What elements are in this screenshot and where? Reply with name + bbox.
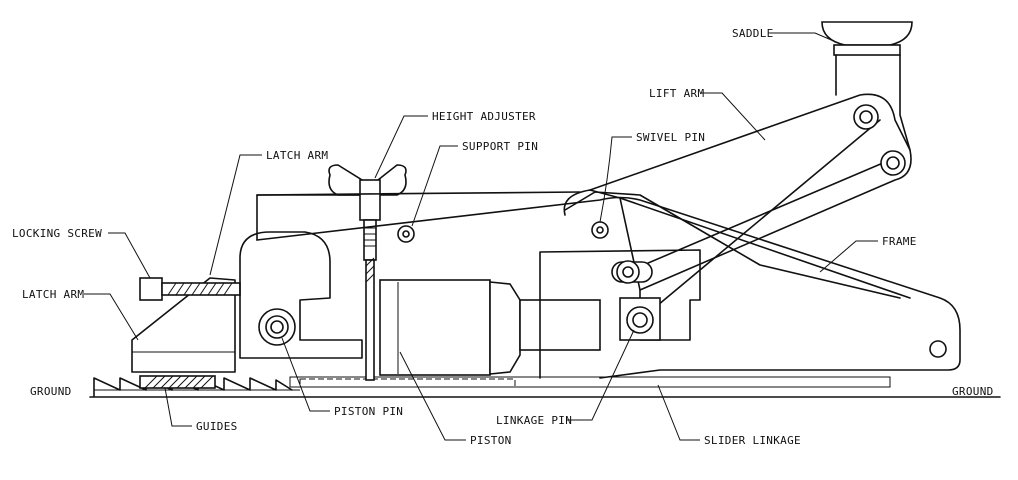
label-frame: FRAME bbox=[882, 235, 917, 248]
label-lift-arm: LIFT ARM bbox=[649, 87, 704, 100]
label-height-adjuster: HEIGHT ADJUSTER bbox=[432, 110, 536, 123]
label-support-pin: SUPPORT PIN bbox=[462, 140, 538, 153]
lift-arm bbox=[589, 93, 912, 321]
slider-linkage bbox=[289, 376, 891, 388]
label-latch-arm-left: LATCH ARM bbox=[22, 288, 84, 301]
label-swivel-pin: SWIVEL PIN bbox=[636, 131, 705, 144]
label-locking-screw: LOCKING SCREW bbox=[12, 227, 102, 240]
piston-pin bbox=[258, 308, 296, 346]
label-piston: PISTON bbox=[470, 434, 512, 447]
leader-lines bbox=[84, 32, 878, 441]
locking-screw bbox=[139, 277, 241, 301]
label-ground-right: GROUND bbox=[952, 385, 994, 398]
label-piston-pin: PISTON PIN bbox=[334, 405, 403, 418]
label-latch-arm-top: LATCH ARM bbox=[266, 149, 328, 162]
label-guides: GUIDES bbox=[196, 420, 238, 433]
piston-cylinder bbox=[379, 279, 601, 376]
label-ground-left: GROUND bbox=[30, 385, 72, 398]
latch-arm-body bbox=[239, 194, 363, 359]
saddle bbox=[821, 21, 913, 151]
guides-rack bbox=[93, 375, 300, 397]
support-pin bbox=[397, 225, 415, 243]
height-adjuster bbox=[328, 164, 407, 381]
label-linkage-pin: LINKAGE PIN bbox=[496, 414, 572, 427]
label-saddle: SADDLE bbox=[732, 27, 774, 40]
linkage-pins bbox=[611, 260, 661, 341]
label-slider-linkage: SLIDER LINKAGE bbox=[704, 434, 801, 447]
